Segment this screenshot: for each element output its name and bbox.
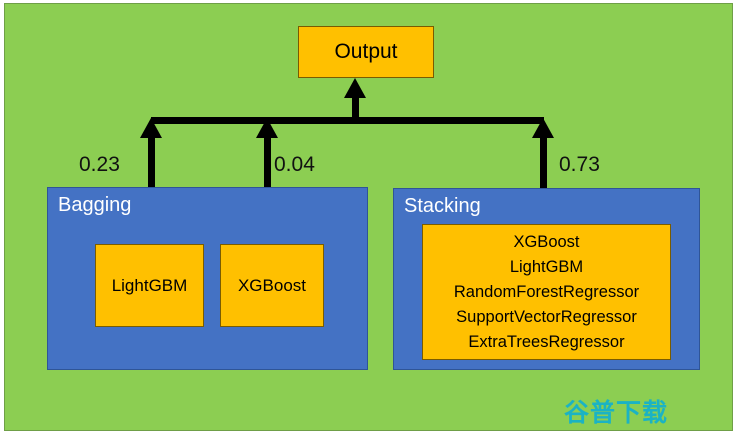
diagram-slide-area: Output 0.23 0.04 0.73 Bagging LightGBM X… — [4, 3, 733, 431]
output-label: Output — [334, 40, 398, 63]
model-box-xgboost: XGBoost — [220, 244, 324, 327]
arrow-to-output-icon — [344, 78, 366, 98]
bagging-group-label: Bagging — [58, 194, 132, 216]
arrow-from-lightgbm-icon — [140, 118, 162, 138]
stacking-group-label: Stacking — [404, 195, 481, 217]
model-box-lightgbm: LightGBM — [95, 244, 204, 327]
arrow-from-stacking-stem — [540, 136, 547, 228]
connector-horizontal-bar — [151, 117, 544, 124]
model-label-stacking-supportvectorregressor: SupportVectorRegressor — [456, 307, 637, 326]
model-label-xgboost: XGBoost — [237, 275, 307, 295]
weight-label-lightgbm: 0.23 — [79, 153, 120, 176]
arrow-from-xgboost-icon — [256, 118, 278, 138]
model-label-stacking-randomforestregressor: RandomForestRegressor — [453, 282, 640, 301]
model-label-stacking-lightgbm: LightGBM — [509, 257, 584, 276]
watermark-text: 谷普下载 — [564, 398, 669, 427]
output-box: Output — [298, 26, 434, 78]
model-label-stacking-extratreesregressor: ExtraTreesRegressor — [468, 332, 625, 351]
model-label-lightgbm: LightGBM — [111, 275, 188, 295]
model-label-stacking-xgboost: XGBoost — [513, 232, 580, 251]
weight-label-xgboost: 0.04 — [274, 153, 315, 176]
arrow-to-output-stem — [352, 96, 359, 122]
weight-label-stacking: 0.73 — [559, 153, 600, 176]
model-box-stacking-list: XGBoost LightGBM RandomForestRegressor S… — [422, 224, 671, 360]
arrow-from-stacking-icon — [532, 118, 554, 138]
